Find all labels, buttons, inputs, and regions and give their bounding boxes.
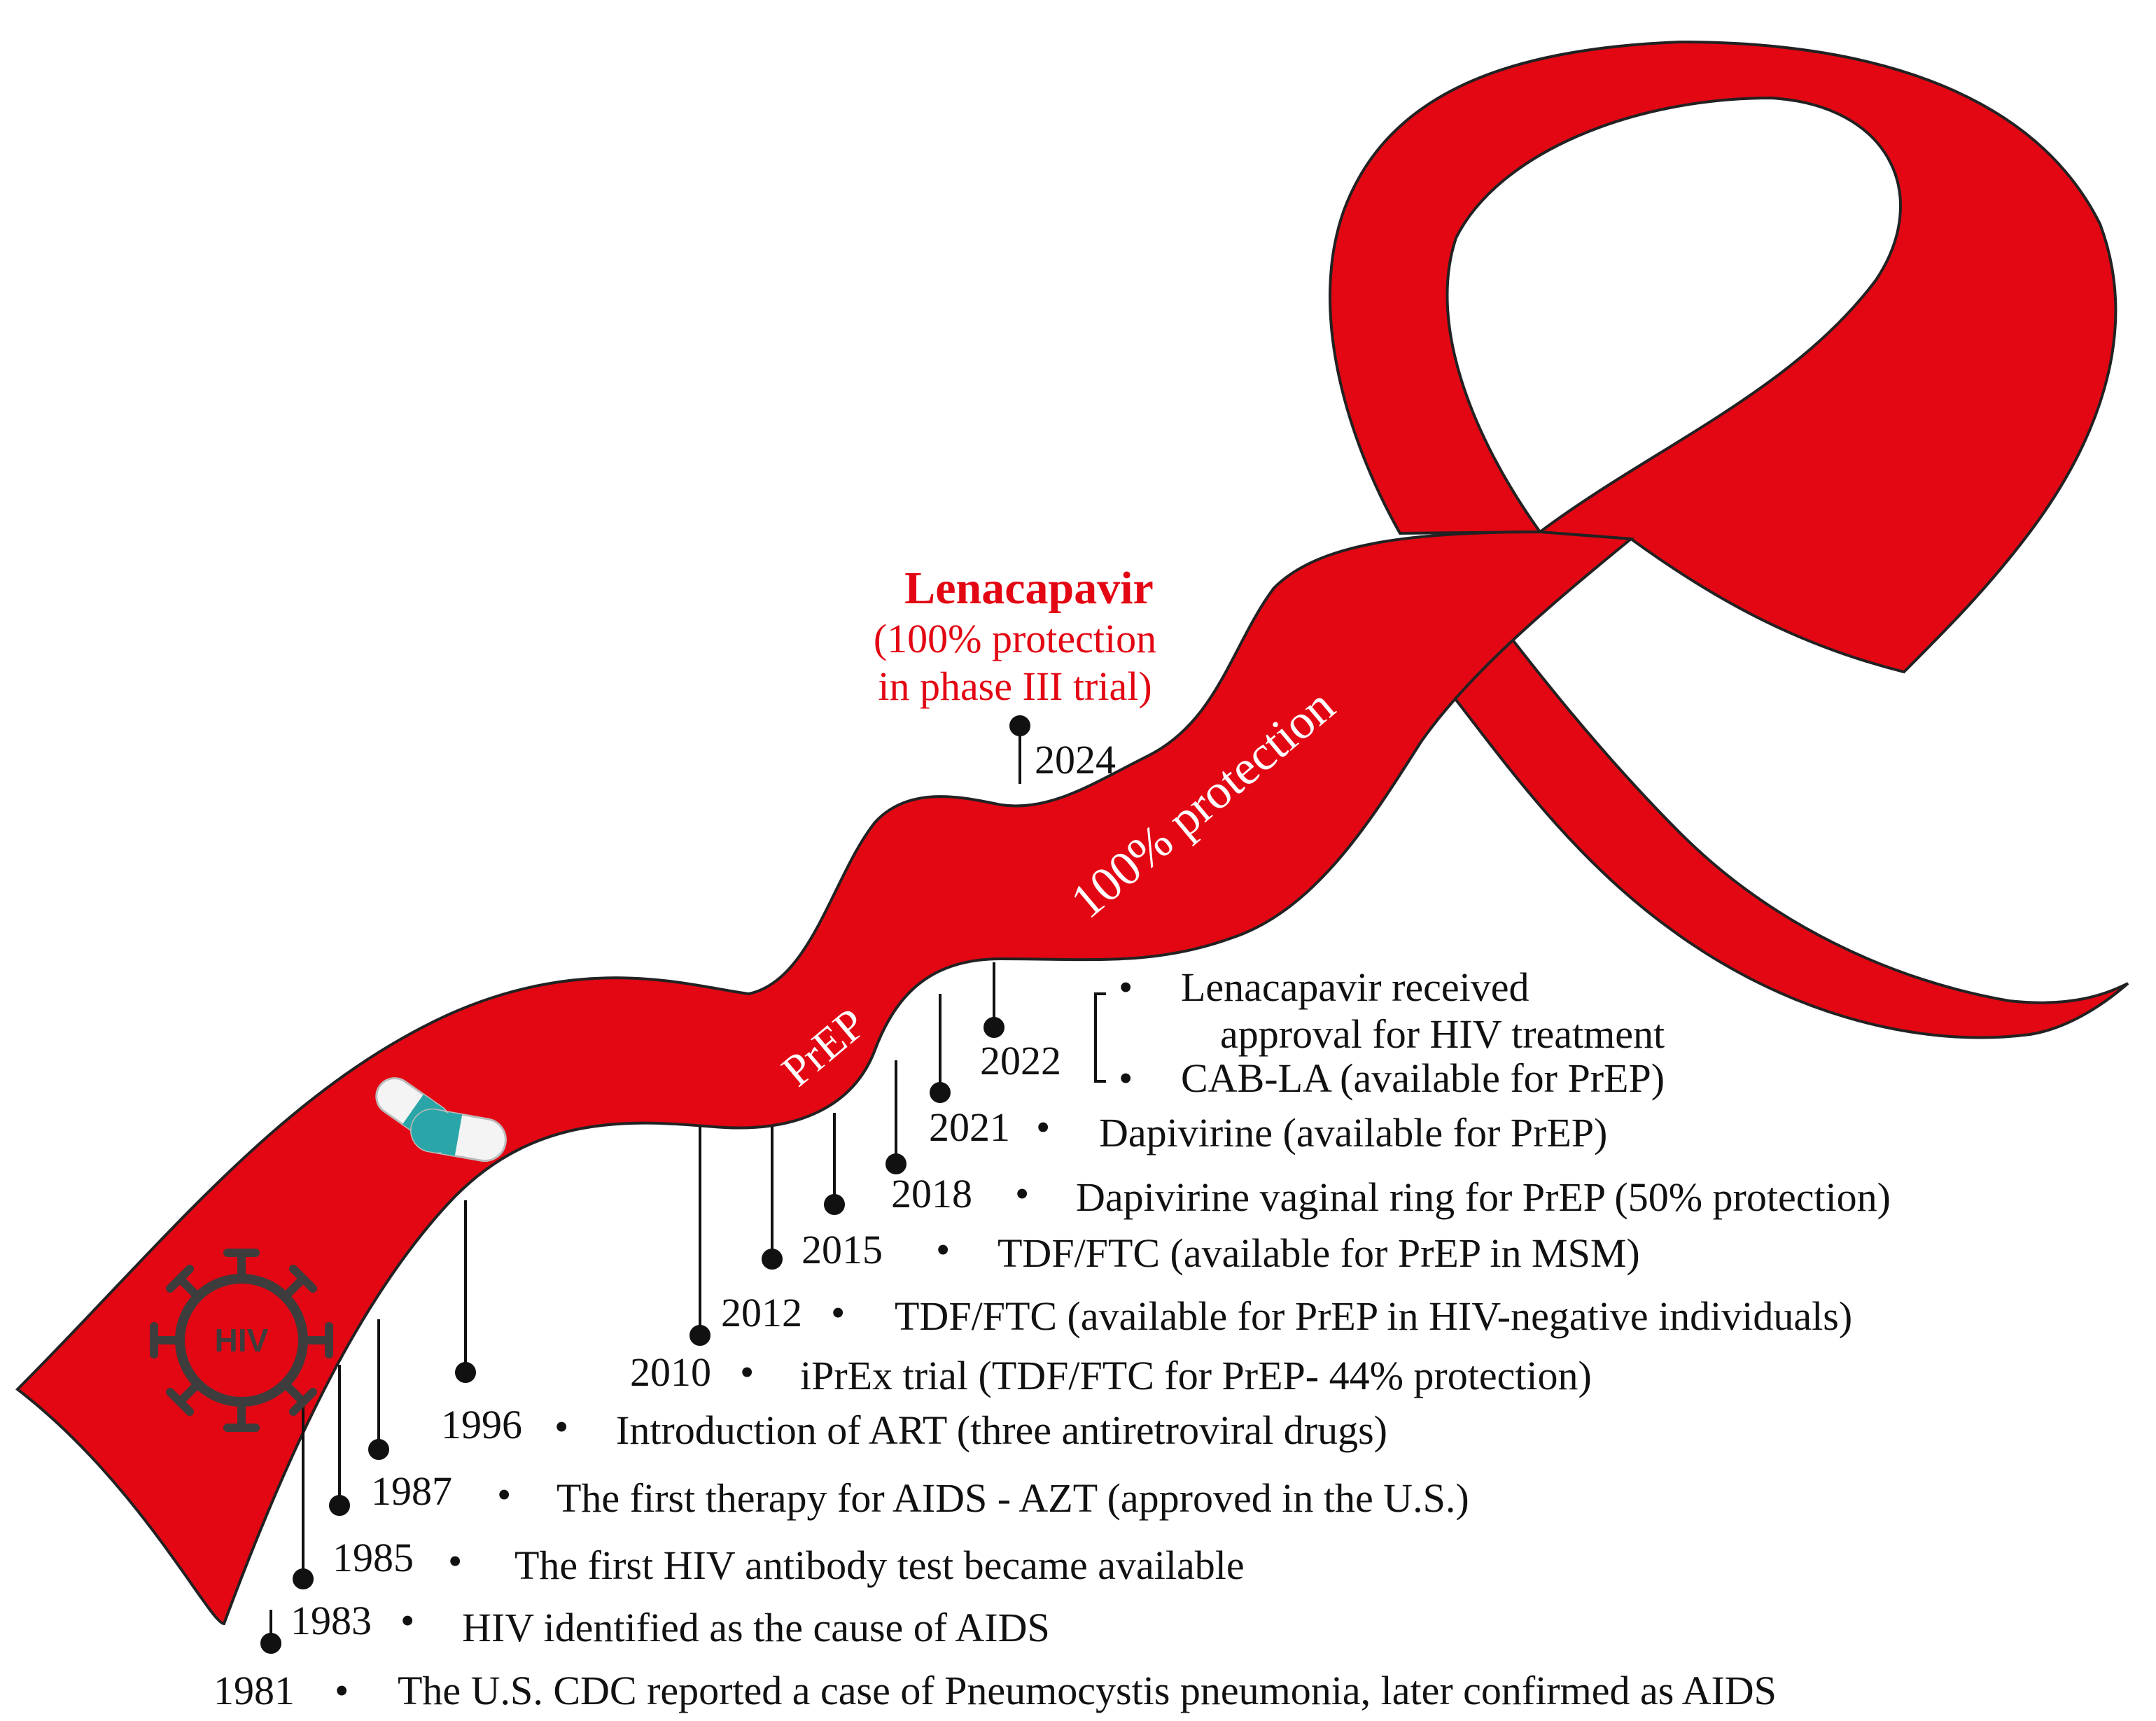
year-2012: 2012 (721, 1290, 802, 1335)
timeline-row-2022: 2022 • Lenacapavir received approval for… (980, 964, 1665, 1101)
bullet: • (335, 1668, 349, 1713)
timeline-row-2018: 2018 • Dapivirine vaginal ring for PrEP … (891, 1171, 1891, 1220)
marker-1996 (455, 1200, 476, 1383)
marker-1981 (260, 1610, 281, 1654)
lenacapavir-highlight: Lenacapavir (100% protection in phase II… (874, 563, 1156, 709)
year-1987: 1987 (371, 1468, 452, 1514)
highlight-line-1: (100% protection (874, 616, 1156, 661)
timeline-row-2015: 2015 • TDF/FTC (available for PrEP in MS… (802, 1227, 1640, 1276)
highlight-title: Lenacapavir (904, 563, 1154, 614)
event-2021: Dapivirine (available for PrEP) (1099, 1110, 1607, 1155)
bullet: • (497, 1472, 511, 1517)
year-2024: 2024 (1035, 737, 1116, 782)
marker-2015 (824, 1113, 845, 1215)
pills-icon (375, 1077, 507, 1162)
highlight-line-2: in phase III trial) (878, 663, 1152, 709)
timeline-row-1996: 1996 • Introduction of ART (three antire… (441, 1402, 1387, 1453)
marker-2022 (983, 962, 1004, 1038)
awareness-ribbon (15, 40, 2129, 1626)
marker-1983 (293, 1400, 314, 1589)
event-2022-item-3: CAB-LA (available for PrEP) (1181, 1055, 1665, 1101)
marker-2024 (1009, 715, 1030, 784)
virus-label: HIV (215, 1322, 269, 1358)
timeline-row-2024: 2024 (1035, 737, 1116, 782)
year-1981: 1981 (214, 1668, 295, 1713)
event-2018: Dapivirine vaginal ring for PrEP (50% pr… (1076, 1174, 1891, 1220)
ribbon-loop (1329, 40, 2118, 674)
timeline-row-2010: 2010 • iPrEx trial (TDF/FTC for PrEP- 44… (630, 1349, 1592, 1398)
bracket (1094, 992, 1106, 1083)
ribbon-band (15, 530, 1635, 1626)
bullet: • (1036, 1104, 1050, 1150)
bullet: • (740, 1349, 754, 1395)
event-2022-item-1: Lenacapavir received (1181, 964, 1529, 1010)
year-1983: 1983 (290, 1598, 372, 1643)
event-1996: Introduction of ART (three antiretrovira… (616, 1407, 1387, 1453)
timeline-row-1987: 1987 • The first therapy for AIDS - AZT … (371, 1468, 1469, 1521)
timeline-row-1983: 1983 • HIV identified as the cause of AI… (290, 1598, 1050, 1650)
bullet: • (448, 1538, 462, 1584)
year-2022: 2022 (980, 1038, 1061, 1083)
year-2021: 2021 (929, 1104, 1010, 1150)
timeline-markers (260, 715, 1030, 1654)
event-1987: The first therapy for AIDS - AZT (approv… (556, 1475, 1469, 1521)
event-2010: iPrEx trial (TDF/FTC for PrEP- 44% prote… (800, 1353, 1592, 1398)
bullet: • (831, 1290, 845, 1335)
event-1985: The first HIV antibody test became avail… (514, 1543, 1245, 1588)
event-2012: TDF/FTC (available for PrEP in HIV-negat… (895, 1293, 1852, 1339)
marker-2010 (690, 1127, 710, 1346)
year-1985: 1985 (332, 1535, 414, 1580)
year-2018: 2018 (891, 1171, 972, 1216)
marker-2012 (762, 1127, 783, 1270)
marker-1987 (368, 1319, 389, 1460)
timeline-row-1985: 1985 • The first HIV antibody test becam… (332, 1535, 1245, 1588)
year-1996: 1996 (441, 1402, 522, 1447)
event-2022-item-2: approval for HIV treatment (1220, 1011, 1665, 1057)
bullet: • (1119, 964, 1133, 1010)
marker-1985 (329, 1365, 350, 1516)
timeline-labels: 1981 • The U.S. CDC reported a case of P… (214, 737, 1891, 1713)
year-2010: 2010 (630, 1349, 711, 1395)
bullet: • (936, 1227, 950, 1272)
event-1981: The U.S. CDC reported a case of Pneumocy… (398, 1668, 1777, 1713)
event-2015: TDF/FTC (available for PrEP in MSM) (997, 1230, 1640, 1276)
event-1983: HIV identified as the cause of AIDS (462, 1605, 1050, 1650)
bullet: • (1015, 1171, 1029, 1216)
bullet: • (400, 1598, 414, 1643)
marker-2018 (886, 1060, 906, 1174)
year-2015: 2015 (802, 1227, 883, 1272)
hiv-virus-icon: HIV (150, 1249, 333, 1432)
timeline-row-1981: 1981 • The U.S. CDC reported a case of P… (214, 1668, 1777, 1713)
bullet: • (1119, 1055, 1133, 1101)
ribbon-tail (1433, 533, 2129, 1039)
bullet: • (554, 1404, 568, 1449)
timeline-row-2021: 2021 • Dapivirine (available for PrEP) (929, 1104, 1607, 1155)
marker-2021 (930, 994, 951, 1103)
timeline-row-2012: 2012 • TDF/FTC (available for PrEP in HI… (721, 1290, 1852, 1339)
